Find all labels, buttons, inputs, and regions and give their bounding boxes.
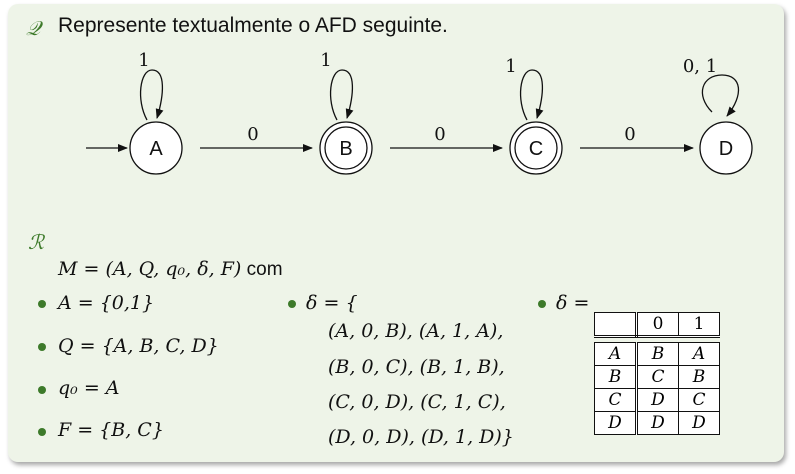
table-header-cell: 1	[678, 312, 720, 338]
table-cell: D	[636, 388, 679, 412]
delta-set-line: (D, 0, D), (D, 1, D)}	[328, 426, 514, 448]
state-c	[509, 121, 563, 175]
table-header-cell	[594, 312, 638, 338]
table-row: D D D	[594, 411, 720, 435]
state-label-c: C	[529, 138, 543, 160]
state-label-d: D	[719, 138, 733, 160]
answer-symbol: ℛ	[28, 230, 44, 254]
table-cell: D	[678, 411, 720, 435]
state-d	[699, 121, 753, 175]
tuple-expression: M = (A, Q, q₀, δ, F)	[58, 258, 242, 280]
delta-set-open: δ = {	[306, 292, 358, 314]
transition-label-c-d: 0	[624, 124, 635, 145]
state-b	[319, 121, 373, 175]
table-cell: C	[594, 388, 638, 412]
table-cell: B	[636, 342, 679, 366]
loop-c	[519, 69, 544, 121]
transition-label-a-b: 0	[247, 124, 258, 145]
table-cell: D	[594, 411, 638, 435]
bullet-marker	[288, 300, 296, 308]
state-c-accept-ring	[514, 126, 558, 170]
state-label-b: B	[339, 138, 352, 160]
table-cell: B	[594, 365, 638, 389]
tuple-suffix: com	[246, 259, 283, 280]
loop-label-a: 1	[138, 50, 149, 71]
loop-b	[329, 69, 354, 121]
table-cell: C	[636, 365, 679, 389]
table-header-row: 0 1	[594, 312, 720, 338]
table-cell: A	[594, 342, 638, 366]
question-text: Represente textualmente o AFD seguinte.	[58, 14, 448, 37]
question-symbol: 𝒬	[26, 16, 41, 40]
states-def: Q = {A, B, C, D}	[58, 335, 219, 357]
initial-state-def: q₀ = A	[58, 377, 120, 399]
table-cell: B	[678, 365, 720, 389]
bullet-marker	[38, 343, 46, 351]
transition-table: 0 1 A B A B C B C D C D D D	[594, 312, 720, 435]
delta-set-line: (A, 0, B), (A, 1, A),	[328, 320, 504, 342]
delta-table-label: δ =	[556, 292, 590, 314]
delta-set-line: (B, 0, C), (B, 1, B),	[328, 356, 505, 378]
table-cell: D	[636, 411, 679, 435]
state-label-a: A	[149, 138, 163, 160]
state-b-accept-ring	[324, 126, 368, 170]
loop-d	[701, 74, 740, 117]
loop-label-b: 1	[320, 50, 331, 71]
table-cell: C	[678, 388, 720, 412]
table-header-cell: 0	[636, 312, 679, 338]
loop-label-c: 1	[505, 56, 516, 77]
delta-set-line: (C, 0, D), (C, 1, C),	[328, 391, 506, 413]
bullet-marker	[38, 386, 46, 394]
alphabet-def: A = {0,1}	[58, 292, 155, 314]
final-states-def: F = {B, C}	[58, 419, 164, 441]
bullet-marker	[38, 300, 46, 308]
bullet-marker	[538, 300, 546, 308]
loop-label-d: 0, 1	[683, 56, 717, 77]
table-row: A B A	[594, 342, 720, 366]
table-row: B C B	[594, 365, 720, 389]
loop-a	[139, 69, 164, 121]
table-cell: A	[678, 342, 720, 366]
table-row: C D C	[594, 388, 720, 412]
bullet-marker	[38, 428, 46, 436]
transition-label-b-c: 0	[434, 124, 445, 145]
tuple-definition: M = (A, Q, q₀, δ, F) com	[58, 258, 283, 281]
state-a	[129, 121, 183, 175]
